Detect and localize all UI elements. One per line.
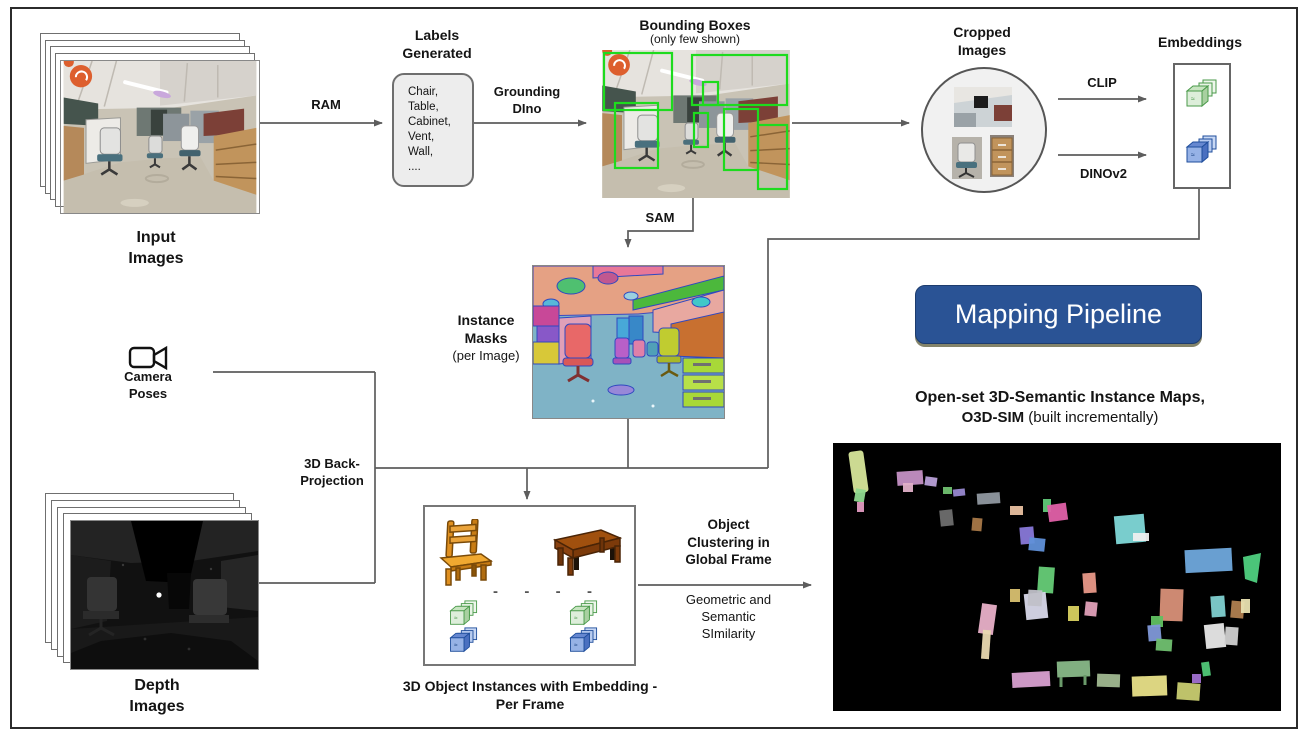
green-embedding-cubes-icon bbox=[1186, 79, 1217, 107]
bounding-boxes-image bbox=[602, 50, 790, 198]
depth-images-label: Depth Images bbox=[129, 677, 185, 715]
line-embeddings-down bbox=[767, 187, 1200, 468]
crop-cabinet bbox=[990, 135, 1014, 177]
sam-edge-label: SAM bbox=[645, 210, 675, 225]
chair-clipart bbox=[440, 519, 492, 586]
label-list: Chair, Table, Cabinet, Vent, Wall, .... bbox=[408, 86, 451, 173]
o3dsim-title-line1: Open-set 3D-Semantic Instance Maps, bbox=[915, 389, 1205, 406]
instance-masks-subtitle: (per Image) bbox=[452, 348, 520, 363]
bounding-boxes-subtitle: (only few shown) bbox=[649, 32, 741, 46]
input-images-label: Input Images bbox=[128, 229, 184, 267]
embeddings-box bbox=[1173, 63, 1231, 189]
object-instances-box: - - - - bbox=[423, 505, 636, 666]
pointcloud-scene bbox=[833, 443, 1281, 711]
o3dsim-title-line2: O3D-SIM (built incrementally) bbox=[850, 409, 1270, 426]
blue-embedding-cubes-icon bbox=[1186, 135, 1217, 163]
object-clustering-criteria: Geometric and Semantic SImilarity bbox=[685, 592, 772, 641]
instance-masks-image bbox=[532, 265, 725, 419]
blue-embedding-cubes-icon bbox=[570, 627, 598, 652]
cropped-images-title: Cropped Images bbox=[953, 24, 1011, 59]
object-instances-caption: 3D Object Instances with Embedding - Per… bbox=[402, 678, 658, 713]
input-images-stack bbox=[40, 33, 260, 215]
o3dsim-title: Open-set 3D-Semantic Instance Maps, O3D-… bbox=[850, 389, 1270, 426]
back-projection-label: 3D Back- Projection bbox=[300, 456, 364, 488]
crop-wall bbox=[954, 87, 1012, 127]
green-embedding-cubes-icon bbox=[450, 600, 478, 625]
bounding-box-overlays bbox=[602, 51, 789, 191]
bounding-boxes-title: Bounding Boxes bbox=[639, 17, 751, 33]
grounding-dino-edge-label: Grounding DIno bbox=[493, 84, 561, 116]
mapping-pipeline-banner: Mapping Pipeline bbox=[915, 285, 1202, 344]
instance-masks-title: Instance Masks bbox=[457, 312, 515, 347]
object-clustering-label: Object Clustering in Global Frame bbox=[685, 517, 772, 568]
input-rgb-photo bbox=[60, 60, 260, 214]
depth-images-stack bbox=[45, 493, 260, 671]
o3dsim-pointcloud-map bbox=[833, 443, 1281, 711]
ram-edge-label: RAM bbox=[311, 97, 341, 112]
labels-generated-title: Labels Generated bbox=[402, 27, 472, 62]
labels-generated-box: Chair, Table, Cabinet, Vent, Wall, .... bbox=[392, 73, 474, 187]
o3dsim-name: O3D-SIM bbox=[961, 408, 1025, 426]
camera-poses-icon bbox=[128, 345, 168, 371]
o3dsim-note: (built incrementally) bbox=[1024, 408, 1159, 426]
cropped-images-circle bbox=[921, 67, 1047, 193]
camera-poses-label: Camera Poses bbox=[124, 369, 172, 401]
green-embedding-cubes-icon bbox=[570, 600, 598, 625]
clip-edge-label: CLIP bbox=[1087, 75, 1117, 90]
embeddings-title: Embeddings bbox=[1157, 34, 1242, 50]
blue-embedding-cubes-icon bbox=[450, 627, 478, 652]
table-clipart bbox=[554, 529, 621, 576]
crop-chair bbox=[952, 137, 982, 179]
ellipsis-dashes: - - - - bbox=[493, 583, 598, 600]
arrow-sam bbox=[624, 198, 694, 248]
dinov2-edge-label: DINOv2 bbox=[1080, 166, 1127, 181]
depth-image bbox=[70, 520, 259, 670]
